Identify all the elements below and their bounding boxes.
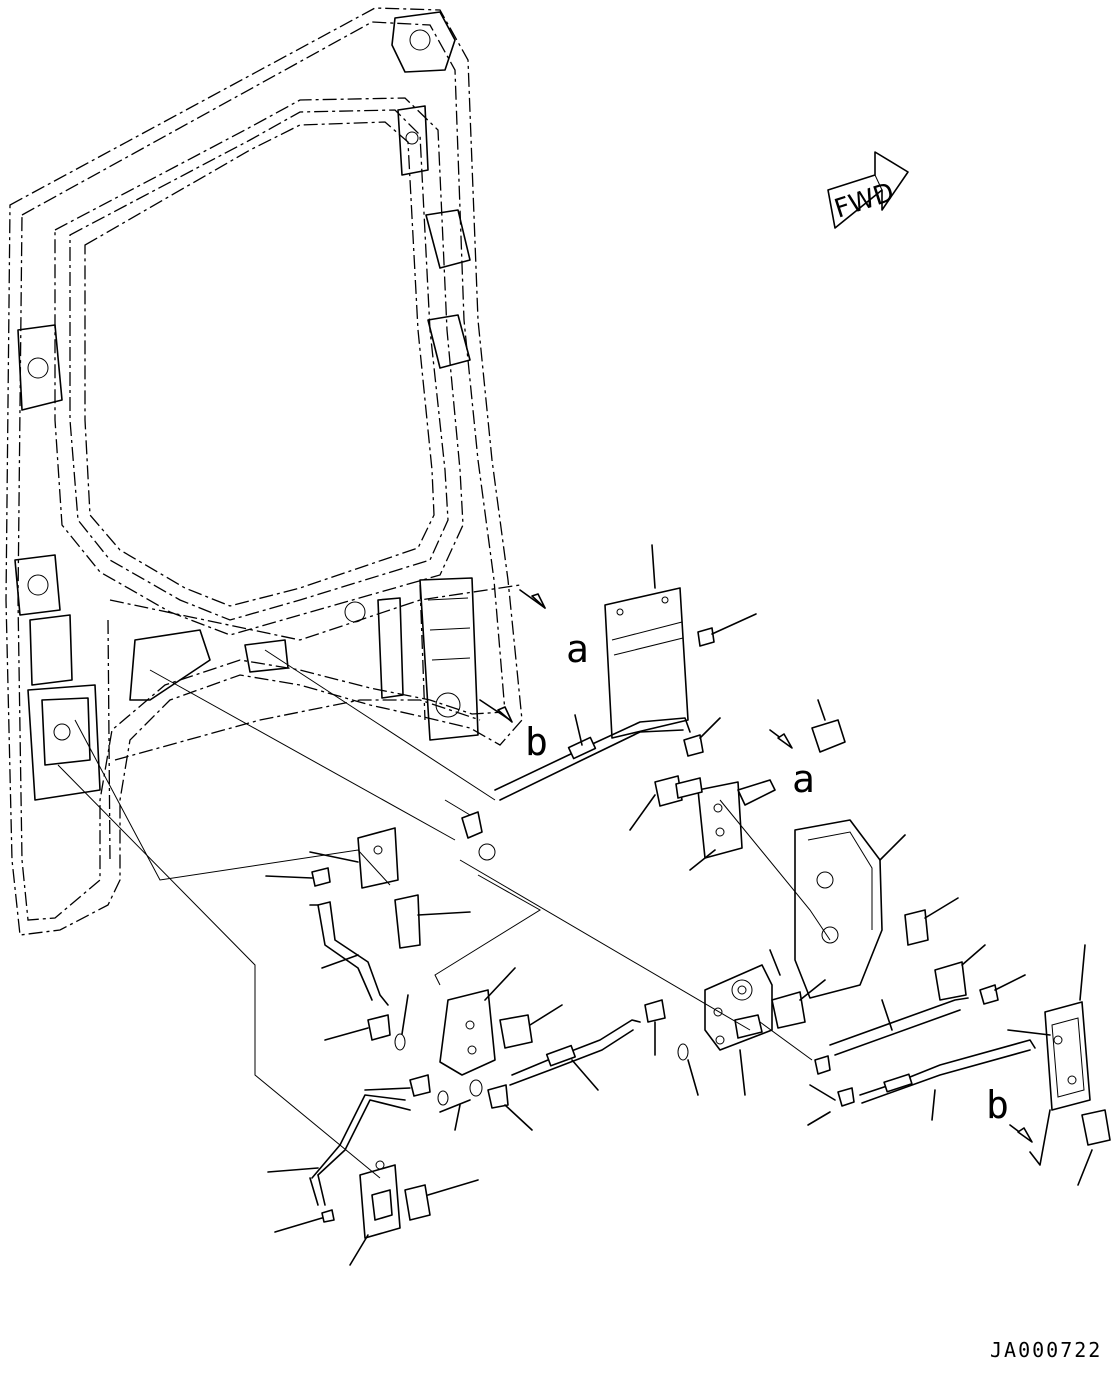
- rod-clip: [461, 717, 721, 861]
- view-arrow-b-upper: b: [479, 699, 548, 764]
- bolt: [629, 775, 703, 831]
- lower-left-latch: [267, 1094, 479, 1266]
- right-rods: [807, 997, 1036, 1126]
- central-latch: [704, 949, 781, 1096]
- view-label-b-upper: b: [525, 720, 548, 764]
- bolt: [904, 897, 959, 946]
- view-label-b-lower: b: [986, 1083, 1009, 1127]
- bolt: [499, 1004, 563, 1049]
- view-arrow-a-right: a: [769, 729, 815, 801]
- knob: [811, 699, 846, 753]
- side-cover: [794, 819, 906, 999]
- upper-rod: [494, 714, 691, 801]
- leader-lines: [57, 649, 831, 1179]
- left-upper-bracket: [265, 827, 471, 949]
- latch-bracket-upper: [689, 779, 776, 871]
- view-label-a-right: a: [792, 757, 815, 801]
- cover-plate: [604, 544, 689, 739]
- forward-direction-arrow-icon: FWD: [827, 151, 909, 229]
- door-frame: [5, 7, 523, 936]
- bolt: [1077, 1109, 1111, 1186]
- bolt: [771, 979, 826, 1029]
- drawing-code: JA000722: [990, 1338, 1102, 1362]
- lower-rod: [509, 999, 699, 1096]
- fwd-label: FWD: [831, 177, 898, 224]
- view-arrow-b-lower: b: [986, 1083, 1051, 1166]
- right-clip: [934, 944, 1026, 1005]
- striker-plate: [1007, 944, 1091, 1111]
- view-arrow-a-upper: a: [519, 589, 589, 671]
- view-label-a-upper: a: [566, 627, 589, 671]
- bolt: [697, 613, 757, 647]
- left-middle-parts: [324, 967, 533, 1131]
- left-rod: [309, 901, 389, 1006]
